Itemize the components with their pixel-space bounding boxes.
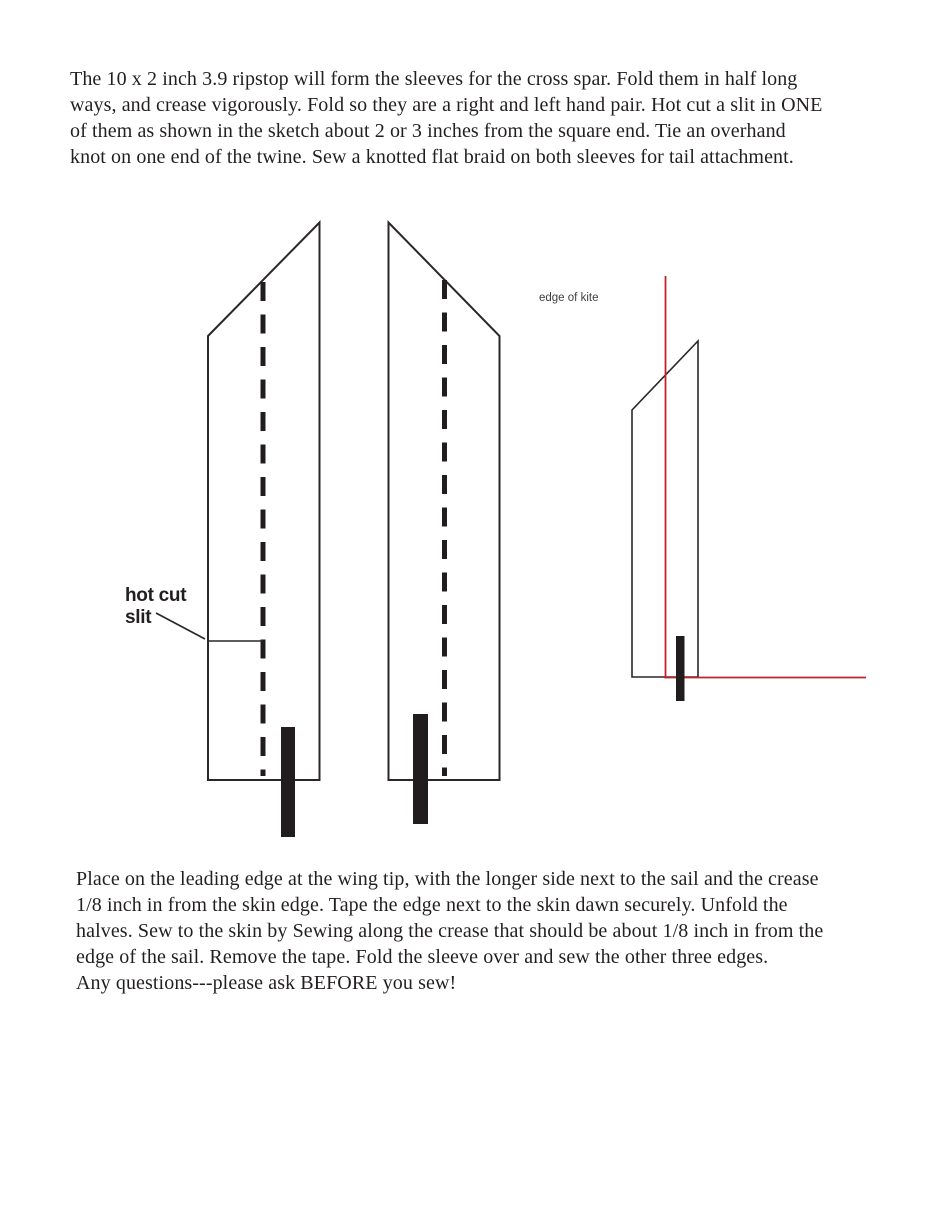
right-sleeve-outline <box>387 220 501 781</box>
edge-of-kite-label: edge of kite <box>539 292 599 304</box>
hot-cut-slit-leader-line <box>155 612 206 640</box>
left-sleeve-outline <box>207 220 321 781</box>
intro-paragraph: The 10 x 2 inch 3.9 ripstop will form th… <box>70 68 823 168</box>
right-sleeve-tail-bar <box>413 714 428 824</box>
folded-sleeve-spar-bar <box>676 636 685 701</box>
hot-cut-slit-label: hot cut slit <box>125 585 187 628</box>
left-sleeve-tail-bar <box>281 727 295 837</box>
instructions-paragraph: Place on the leading edge at the wing ti… <box>76 868 824 994</box>
